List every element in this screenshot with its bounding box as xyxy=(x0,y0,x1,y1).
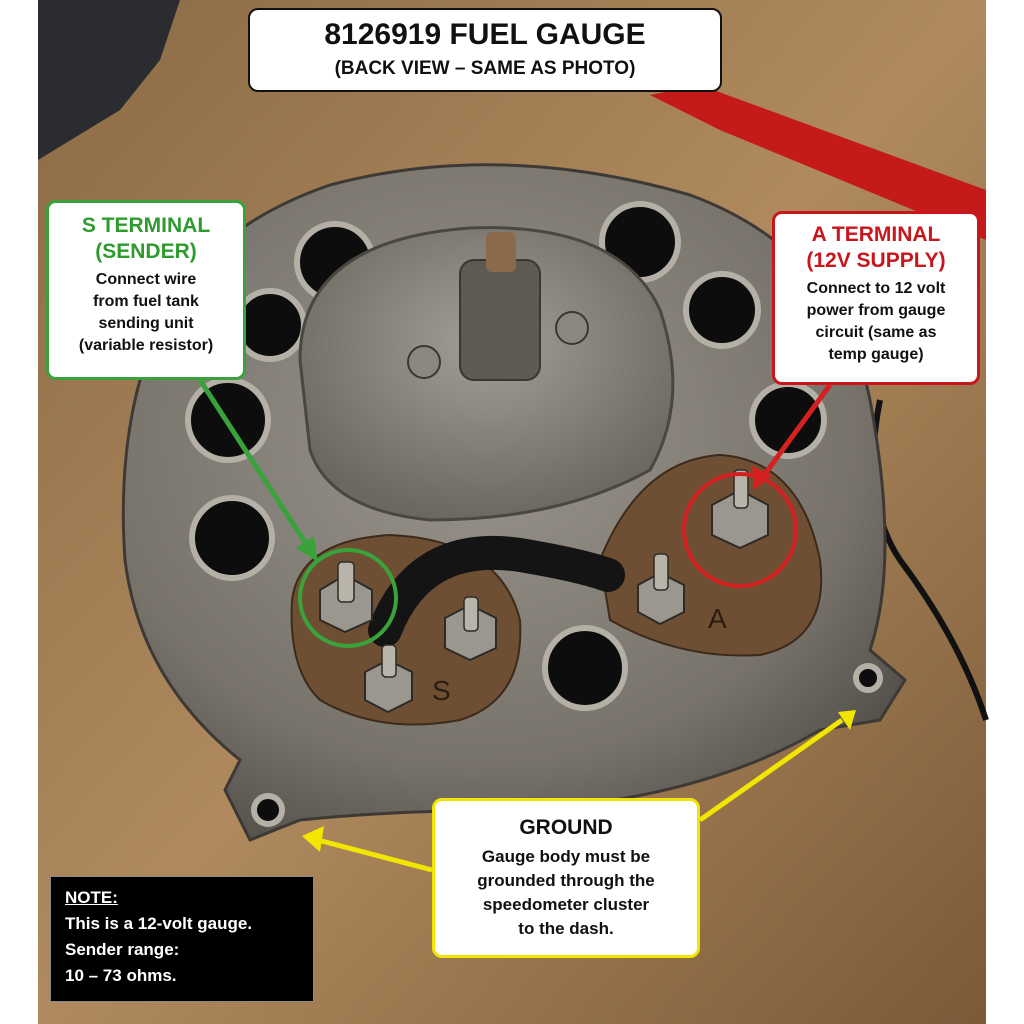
a-terminal-line: circuit (same as xyxy=(815,324,937,341)
note-line: 10 – 73 ohms. xyxy=(65,966,177,985)
title-line-2: (BACK VIEW – SAME AS PHOTO) xyxy=(334,58,636,79)
center-shaft xyxy=(459,259,541,381)
a-terminal-line: Connect to 12 volt xyxy=(806,280,946,297)
a-terminal-heading-1: A TERMINAL xyxy=(811,223,941,246)
note-box: NOTE: This is a 12-volt gauge. Sender ra… xyxy=(50,876,314,1002)
ground-heading: GROUND xyxy=(519,816,613,839)
red-probe xyxy=(650,85,986,240)
note-line: This is a 12-volt gauge. xyxy=(65,914,253,933)
a-terminal-highlight xyxy=(682,472,798,588)
ground-line: Gauge body must be xyxy=(481,847,651,866)
ground-line: grounded through the xyxy=(477,871,655,890)
ground-callout: GROUND Gauge body must be grounded throu… xyxy=(432,798,700,958)
s-stamp: S xyxy=(432,675,451,706)
title-line-1: 8126919 FUEL GAUGE xyxy=(324,18,646,51)
a-terminal-heading-2: (12V SUPPLY) xyxy=(806,249,946,272)
s-terminal-highlight xyxy=(298,548,398,648)
s-terminal-line: sending unit xyxy=(98,315,194,332)
a-terminal-line: temp gauge) xyxy=(828,346,924,363)
s-terminal-line: Connect wire xyxy=(95,271,197,288)
ground-line: to the dash. xyxy=(518,919,614,938)
title-box: 8126919 FUEL GAUGE (BACK VIEW – SAME AS … xyxy=(248,8,722,92)
s-terminal-arrow xyxy=(197,378,318,562)
a-terminal-callout: A TERMINAL (12V SUPPLY) Connect to 12 vo… xyxy=(772,211,980,385)
note-line: Sender range: xyxy=(65,940,180,959)
s-terminal-heading-1: S TERMINAL xyxy=(81,214,211,237)
a-stamp: A xyxy=(708,603,727,634)
note-heading: NOTE: xyxy=(65,888,118,907)
ground-arrow-left xyxy=(302,826,433,873)
a-terminal-line: power from gauge xyxy=(806,302,946,319)
ground-line: speedometer cluster xyxy=(482,895,650,914)
a-terminal-arrow xyxy=(752,383,833,490)
s-terminal-heading-2: (SENDER) xyxy=(95,240,197,263)
s-terminal-line: from fuel tank xyxy=(93,293,199,310)
s-terminal-callout: S TERMINAL (SENDER) Connect wire from fu… xyxy=(46,200,246,380)
s-terminal-line: (variable resistor) xyxy=(78,337,214,354)
jumper-wire xyxy=(368,535,625,647)
cloth xyxy=(38,0,180,160)
ground-arrow-right xyxy=(698,710,856,823)
